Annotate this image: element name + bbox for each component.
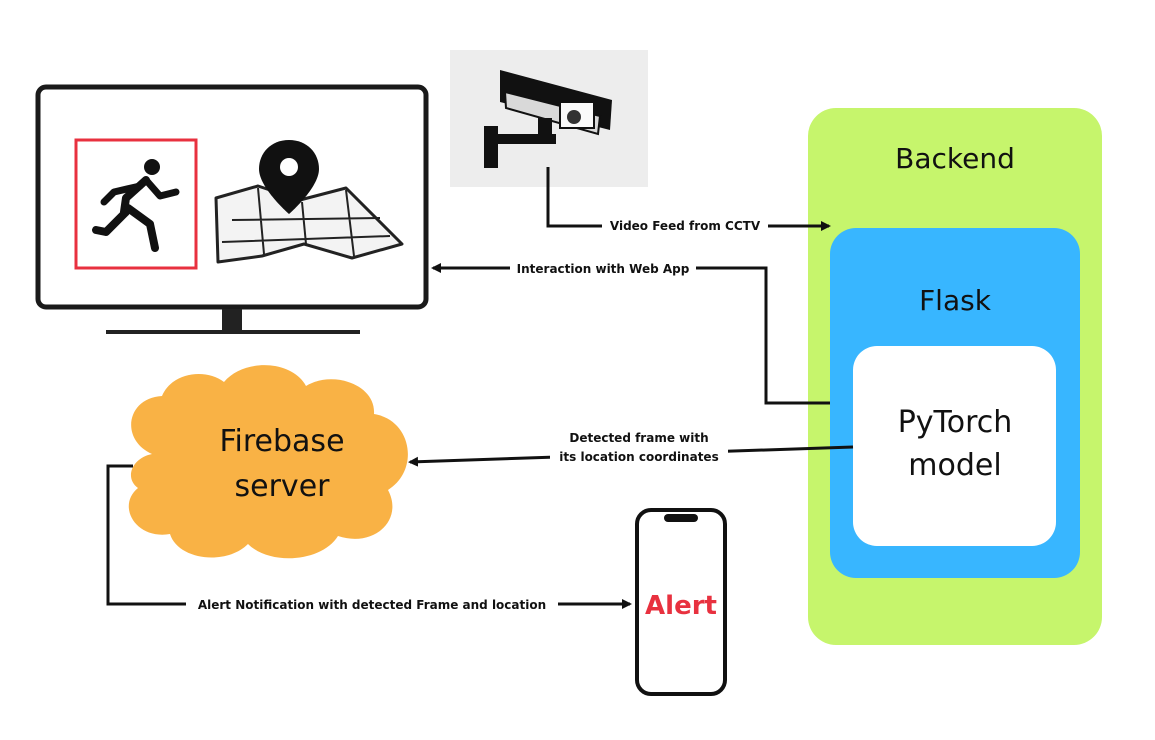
monitor xyxy=(35,84,429,334)
phone-notch xyxy=(664,514,698,522)
phone-body xyxy=(635,508,727,696)
flask-label: Flask xyxy=(919,284,992,317)
detected-frame-label-line1: Detected frame with xyxy=(569,431,708,445)
edge-detected-frame: Detected frame with its location coordin… xyxy=(408,428,854,468)
phone-node: Alert xyxy=(635,508,727,696)
alert-notification-label-bg xyxy=(186,594,558,614)
backend-label: Backend xyxy=(895,142,1015,175)
alert-notification-label: Alert Notification with detected Frame a… xyxy=(198,598,546,612)
cctv-camera-icon xyxy=(484,70,612,168)
detected-frame-label-line2: its location coordinates xyxy=(559,450,718,464)
firebase-cloud xyxy=(128,365,408,559)
video-feed-label-bg xyxy=(602,216,768,236)
firebase-label-line2: server xyxy=(235,469,331,504)
alert-label: Alert xyxy=(645,591,717,621)
monitor-base xyxy=(106,330,360,334)
edge-video-feed: Video Feed from CCTV xyxy=(546,167,831,236)
web-app-label-bg xyxy=(510,258,696,278)
video-feed-label: Video Feed from CCTV xyxy=(610,219,761,233)
edge-web-app: Interaction with Web App xyxy=(431,258,830,405)
pytorch-model-node: PyTorch model xyxy=(853,346,1056,546)
detected-frame-label-bg xyxy=(550,428,728,468)
pytorch-model-label-line1: PyTorch xyxy=(898,405,1013,440)
monitor-neck xyxy=(222,309,242,331)
map-pin-icon xyxy=(214,140,404,264)
web-app-arrow xyxy=(431,263,830,405)
web-app-label: Interaction with Web App xyxy=(517,262,690,276)
cctv-camera xyxy=(450,50,648,187)
pytorch-model-box xyxy=(853,346,1056,546)
edge-alert-notification: Alert Notification with detected Frame a… xyxy=(106,464,632,614)
pytorch-model-label-line2: model xyxy=(908,448,1001,483)
firebase-node: Firebase server xyxy=(128,365,408,559)
detection-box xyxy=(74,138,198,270)
firebase-label-line1: Firebase xyxy=(219,424,344,459)
running-person-icon xyxy=(92,159,180,252)
